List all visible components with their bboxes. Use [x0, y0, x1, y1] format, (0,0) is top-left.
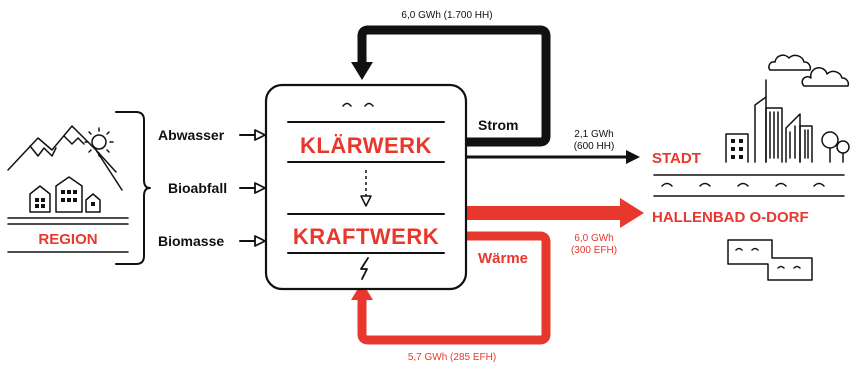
region-illustration: REGION [7, 111, 151, 265]
stadt-label: STADT [652, 150, 701, 167]
house-icon [29, 176, 101, 213]
strom-label: Strom [478, 117, 518, 133]
strom-out-value-line2: (600 HH) [574, 141, 615, 152]
tree-icon [821, 131, 839, 163]
cloud-icon [801, 67, 850, 87]
kraftwerk-label: KRAFTWERK [293, 224, 439, 249]
sun-icon [84, 127, 114, 157]
waerme-out-value-line2: (300 EFH) [571, 245, 617, 256]
cloud-icon [768, 54, 812, 71]
waerme-loop-value: 5,7 GWh (285 EFH) [408, 352, 496, 363]
strom-loop: 6,0 GWh (1.700 HH) Strom [351, 10, 551, 147]
input-label-abwasser: Abwasser [158, 127, 225, 143]
input-bioabfall: Bioabfall [168, 180, 266, 196]
tree-icon [836, 140, 850, 163]
strom-loop-value: 6,0 GWh (1.700 HH) [401, 10, 492, 21]
input-biomasse: Biomasse [158, 233, 266, 249]
input-label-bioabfall: Bioabfall [168, 180, 227, 196]
waerme-loop: Wärme 5,7 GWh (285 EFH) [351, 231, 551, 363]
swimming-pool-icon [727, 239, 813, 281]
hallenbad-label: HALLENBAD O-DORF [652, 209, 809, 226]
water-wave-icon [661, 182, 825, 187]
waerme-out-value-line1: 6,0 GWh [574, 233, 613, 244]
strom-out-value-line1: 2,1 GWh [574, 129, 613, 140]
klaerwerk-label: KLÄRWERK [300, 133, 432, 158]
input-label-biomasse: Biomasse [158, 233, 224, 249]
lightning-icon [360, 257, 369, 280]
city-skyline-icon [725, 54, 850, 163]
strom-out-arrow: 2,1 GWh (600 HH) [462, 129, 640, 164]
waerme-label: Wärme [478, 250, 528, 267]
central-plant-box: KLÄRWERK KRAFTWERK [264, 83, 468, 291]
input-abwasser: Abwasser [158, 127, 266, 143]
region-label: REGION [38, 231, 97, 248]
water-wave-icon [342, 102, 374, 107]
waerme-out-arrow: 6,0 GWh (300 EFH) [462, 198, 644, 256]
region-bracket [115, 111, 151, 265]
